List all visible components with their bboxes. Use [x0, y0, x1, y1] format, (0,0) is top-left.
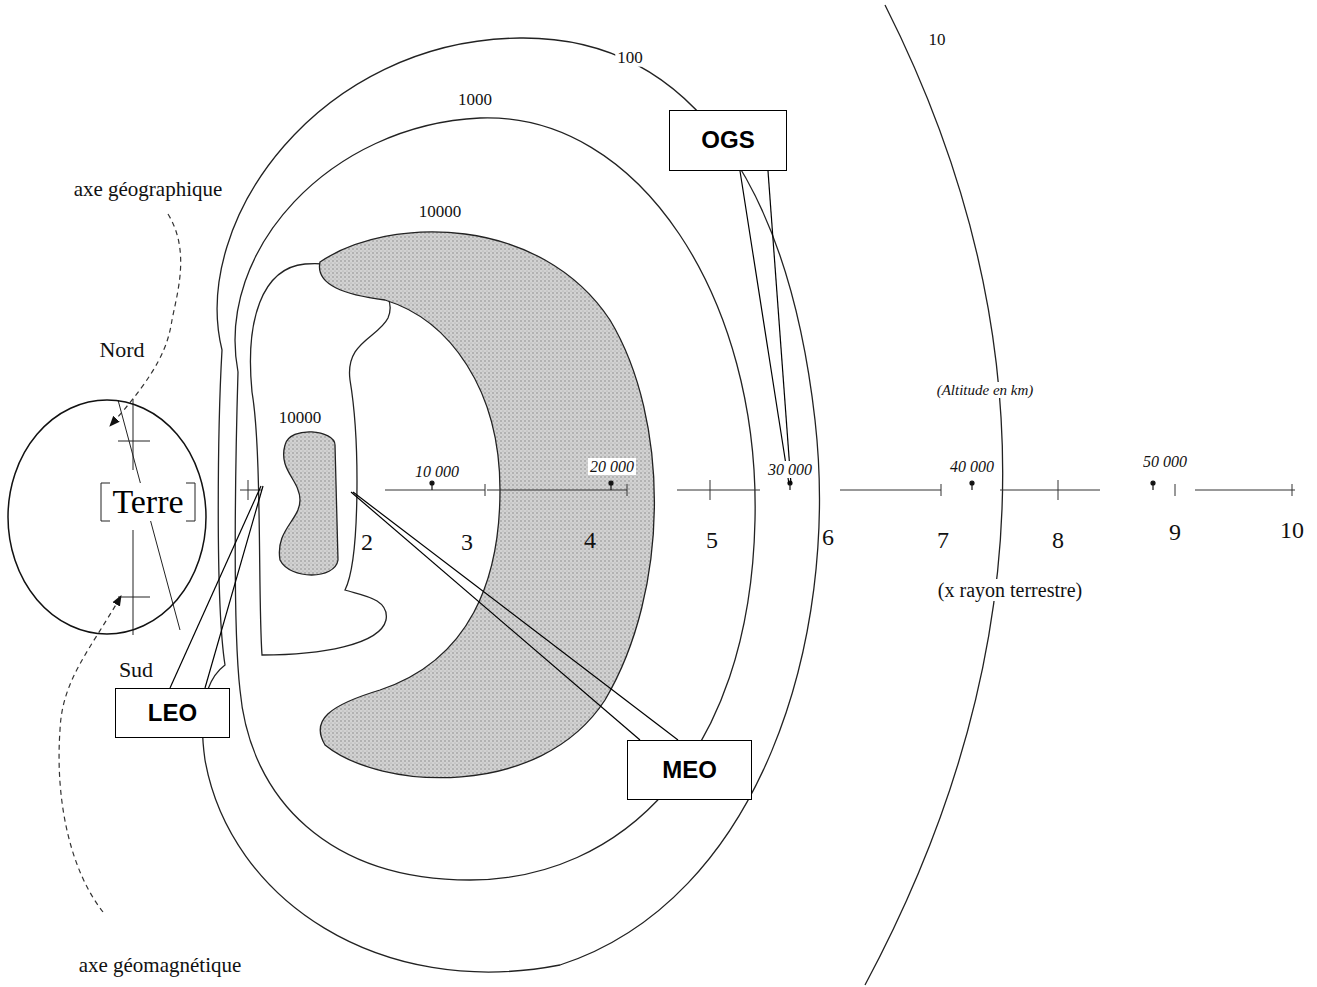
label-anchor: 50 000	[1141, 453, 1189, 471]
contour-line	[250, 264, 390, 655]
label-anchor: 10000	[417, 203, 464, 222]
altitude-value: 10 000	[413, 463, 461, 480]
label-anchor: 7	[935, 527, 951, 553]
contour-line	[202, 38, 819, 972]
contour-value: 10000	[417, 202, 464, 221]
altitude-marker	[430, 481, 1155, 490]
planet-name: Terre	[110, 483, 185, 520]
axis-tick	[118, 441, 150, 442]
contour-value: 100	[615, 48, 645, 67]
orbit-callout: LEO	[115, 688, 230, 738]
label-anchor: Sud	[117, 658, 155, 682]
bracket	[101, 483, 110, 521]
label-anchor: 30 000	[766, 461, 814, 479]
altitude-value: 20 000	[588, 458, 636, 475]
unit-note: (Altitude en km)	[935, 382, 1036, 398]
earth-globe: Terre	[7, 399, 207, 635]
label-anchor: 40 000	[948, 458, 996, 476]
scale-number: 9	[1167, 519, 1183, 545]
contour-value: 10	[927, 30, 948, 49]
orbit-callout: MEO	[627, 740, 752, 800]
axis-label: axe géomagnétique	[77, 953, 244, 977]
label-anchor: axe géographique	[72, 178, 225, 201]
distance-axis	[240, 480, 1295, 500]
geographic-axis	[133, 399, 134, 470]
label-anchor: 10000	[277, 409, 324, 428]
altitude-value: 30 000	[766, 461, 814, 478]
altitude-value: 40 000	[948, 458, 996, 475]
label-anchor: (x rayon terrestre)	[936, 579, 1084, 601]
label-anchor: 10	[1278, 517, 1306, 543]
label-anchor: Nord	[97, 338, 146, 362]
axis-label: axe géographique	[72, 177, 225, 201]
label-anchor: (Altitude en km)	[935, 381, 1036, 399]
scale-number: 5	[704, 527, 720, 553]
orbit-name: OGS	[701, 127, 754, 153]
label-anchor: 5	[704, 527, 720, 553]
label-anchor: 9	[1167, 519, 1183, 545]
label-anchor: 6	[820, 524, 836, 550]
contour-line	[235, 118, 755, 880]
scale-number: 6	[820, 524, 836, 550]
pole-label: Sud	[117, 657, 155, 682]
axis-pointer	[110, 214, 181, 426]
orbit-name: MEO	[662, 757, 717, 783]
contour-value: 10000	[277, 408, 324, 427]
callout-leader	[170, 171, 791, 740]
label-anchor: 100	[615, 49, 645, 68]
contour-line	[865, 5, 1003, 985]
orbit-callout: OGS	[669, 110, 787, 171]
scale-number: 7	[935, 527, 951, 553]
altitude-value: 50 000	[1141, 453, 1189, 470]
scale-number: 8	[1050, 527, 1066, 553]
bracket	[186, 483, 195, 521]
label-anchor: 8	[1050, 527, 1066, 553]
label-anchor: 10 000	[413, 463, 461, 481]
geographic-axis	[133, 530, 134, 635]
orbit-name: LEO	[148, 700, 197, 726]
label-anchor: axe géomagnétique	[77, 954, 244, 977]
label-anchor: 10	[927, 31, 948, 50]
label-anchor: 2	[359, 529, 375, 555]
contour-value: 1000	[456, 90, 494, 109]
unit-note: (x rayon terrestre)	[936, 579, 1084, 601]
earth-outline	[8, 400, 206, 634]
scale-number: 3	[459, 529, 475, 555]
pole-label: Nord	[97, 337, 146, 362]
scale-number: 4	[582, 527, 598, 553]
label-anchor: 20 000	[588, 458, 636, 476]
axis-tick	[118, 597, 150, 598]
label-anchor: 1000	[456, 91, 494, 110]
inner-belt	[279, 432, 338, 575]
scale-number: 10	[1278, 517, 1306, 543]
axis-pointer	[59, 596, 121, 912]
label-anchor: 3	[459, 529, 475, 555]
scale-number: 2	[359, 529, 375, 555]
label-anchor: 4	[582, 527, 598, 553]
